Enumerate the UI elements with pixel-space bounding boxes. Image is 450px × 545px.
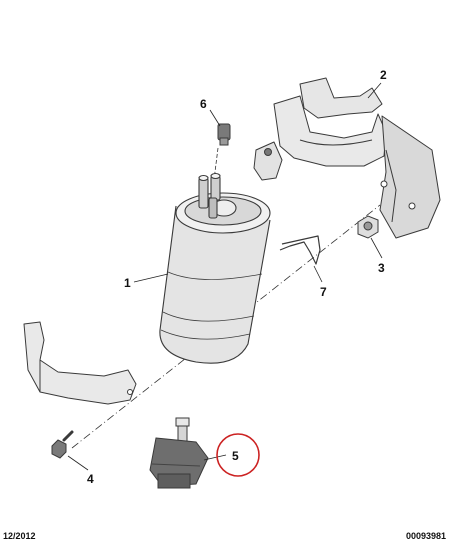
leader-4 [67, 455, 89, 471]
leader-1 [133, 273, 169, 283]
callout-5: 5 [232, 449, 239, 463]
leader-6 [209, 109, 221, 127]
callout-4: 4 [87, 472, 94, 486]
hex-nut [357, 215, 379, 239]
callout-2: 2 [380, 68, 387, 82]
leader-5 [203, 454, 227, 461]
bolt [51, 430, 74, 459]
diagram-code: 00093981 [405, 531, 446, 541]
leader-lines [67, 82, 383, 471]
highlight-circle [216, 433, 260, 477]
water-sensor [149, 417, 209, 489]
callout-7: 7 [320, 285, 327, 299]
revision-date: 12/2012 [3, 531, 36, 541]
leader-7 [313, 265, 323, 283]
callout-1: 1 [124, 276, 131, 290]
leader-3 [370, 237, 383, 259]
callout-6: 6 [200, 97, 207, 111]
leader-2 [367, 82, 382, 99]
callout-3: 3 [378, 261, 385, 275]
spring-clip [279, 235, 321, 265]
top-sensor [217, 123, 231, 146]
lower-bracket [23, 321, 137, 405]
fuel-filter-canister [159, 172, 271, 364]
upper-bracket [253, 77, 441, 239]
